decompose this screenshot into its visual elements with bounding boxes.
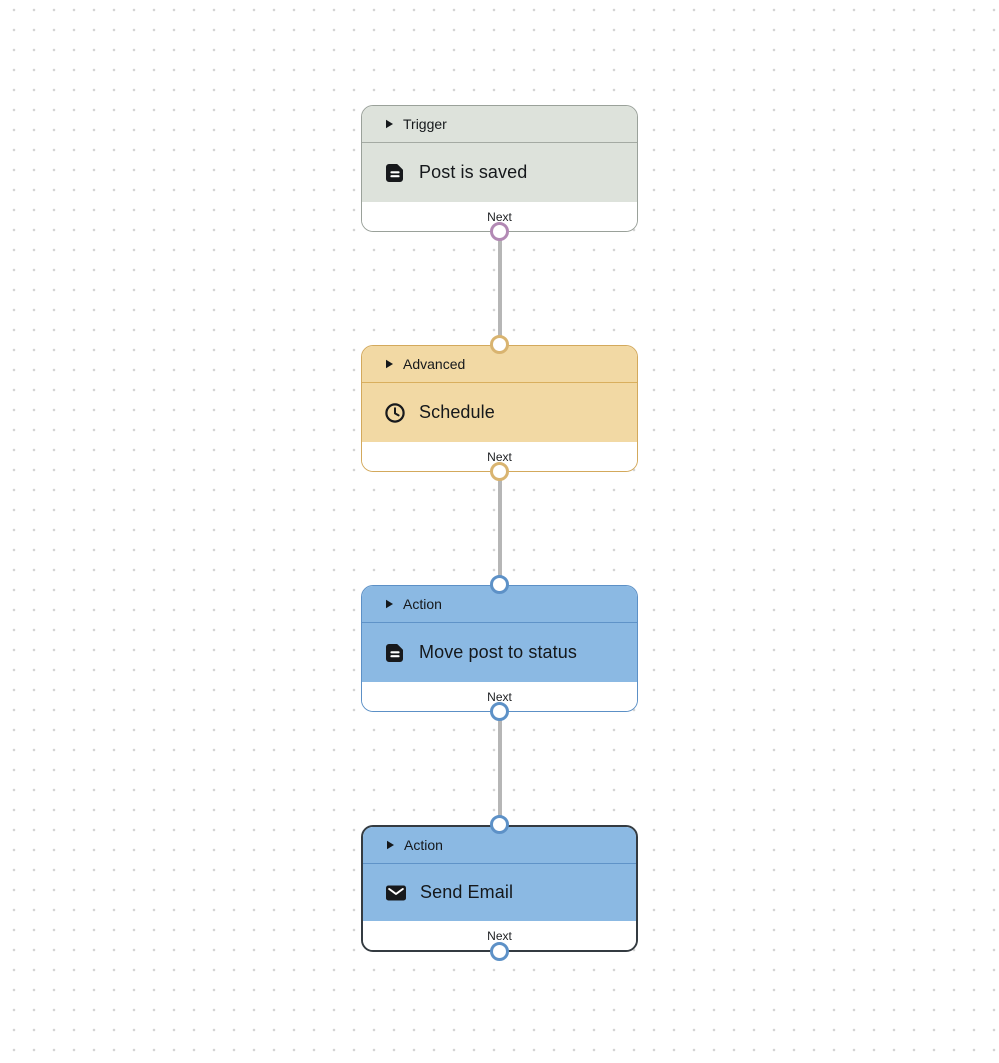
next-label: Next	[487, 928, 512, 943]
input-handle[interactable]	[490, 575, 509, 594]
input-handle[interactable]	[490, 815, 509, 834]
node-card[interactable]: Trigger Post is saved Next	[361, 105, 638, 232]
node-card[interactable]: Advanced Schedule Next	[361, 345, 638, 472]
node-title: Post is saved	[419, 162, 528, 182]
node-category-label: Action	[404, 837, 443, 853]
node-card[interactable]: Action Send Email Next	[361, 825, 638, 952]
node-category-label: Trigger	[403, 116, 447, 132]
output-handle[interactable]	[490, 942, 509, 961]
output-handle[interactable]	[490, 702, 509, 721]
collapse-triangle-icon[interactable]	[384, 599, 394, 609]
node-header[interactable]: Trigger	[362, 106, 637, 143]
next-label: Next	[487, 689, 512, 704]
envelope-icon	[385, 882, 407, 904]
document-icon	[384, 642, 406, 664]
node-category-label: Action	[403, 596, 442, 612]
node-body: Schedule	[362, 383, 637, 442]
input-handle[interactable]	[490, 335, 509, 354]
workflow-node-schedule[interactable]: Advanced Schedule Next	[361, 345, 638, 472]
connector-line	[498, 712, 502, 828]
node-title: Move post to status	[419, 642, 577, 662]
node-title: Send Email	[420, 882, 514, 902]
connector-line	[498, 472, 502, 588]
collapse-triangle-icon[interactable]	[384, 359, 394, 369]
next-label: Next	[487, 449, 512, 464]
workflow-node-move-post[interactable]: Action Move post to status Next	[361, 585, 638, 712]
node-title: Schedule	[419, 402, 495, 422]
output-handle[interactable]	[490, 222, 509, 241]
node-body: Post is saved	[362, 143, 637, 202]
clock-icon	[384, 402, 406, 424]
collapse-triangle-icon[interactable]	[384, 119, 394, 129]
collapse-triangle-icon[interactable]	[385, 840, 395, 850]
node-body: Send Email	[363, 864, 636, 921]
node-body: Move post to status	[362, 623, 637, 682]
connector-line	[498, 232, 502, 348]
node-category-label: Advanced	[403, 356, 466, 372]
output-handle[interactable]	[490, 462, 509, 481]
document-icon	[384, 162, 406, 184]
workflow-node-send-email[interactable]: Action Send Email Next	[361, 825, 638, 952]
workflow-node-trigger[interactable]: Trigger Post is saved Next	[361, 105, 638, 232]
next-label: Next	[487, 209, 512, 224]
node-card[interactable]: Action Move post to status Next	[361, 585, 638, 712]
